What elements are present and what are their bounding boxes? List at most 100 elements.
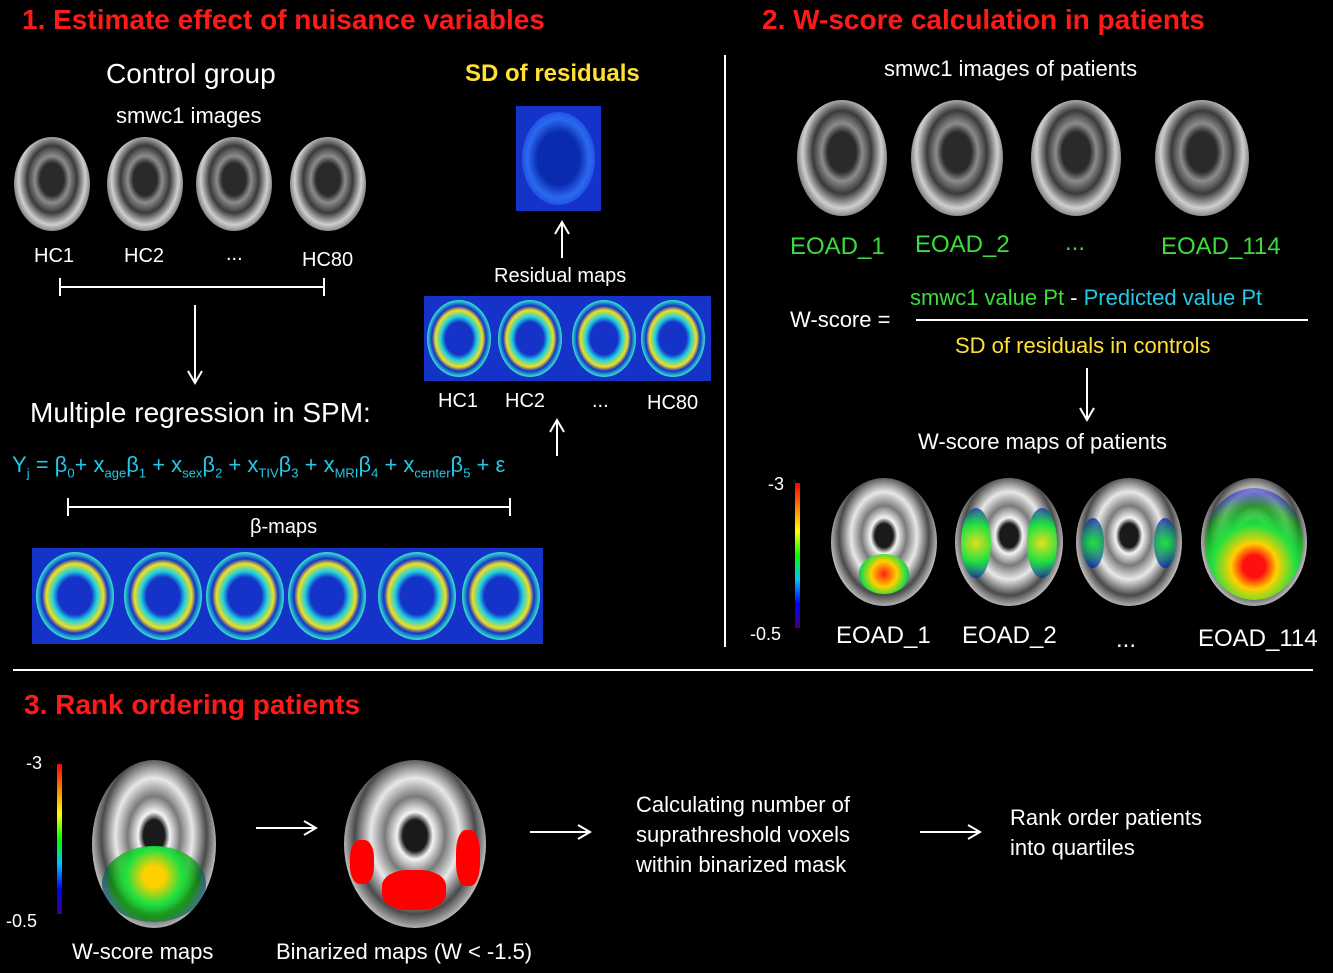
fraction-line [916, 319, 1308, 321]
eq-part: + x [378, 452, 415, 477]
up-arrow [554, 220, 570, 258]
residual-maps-panel [424, 296, 711, 381]
eq-part: + ε [470, 452, 506, 477]
residual-map-image [572, 300, 636, 377]
wscore-denominator: SD of residuals in controls [955, 333, 1211, 358]
wscore-colorbar [795, 483, 800, 628]
beta-maps-panel [32, 548, 543, 644]
beta-bracket-tick [509, 498, 511, 516]
colorbar-bottom-label: -0.5 [750, 624, 782, 644]
hc-ellipsis-brain-image [196, 137, 272, 231]
eq-part: β [126, 452, 139, 477]
eq-part: + x [146, 452, 183, 477]
right-arrow [530, 824, 592, 840]
beta-map-image [36, 552, 114, 640]
beta-map-image [288, 552, 366, 640]
section1-title: 1. Estimate effect of nuisance variables [22, 4, 545, 35]
section-divider-horizontal [13, 669, 1313, 671]
wscore-cluster [1082, 518, 1104, 568]
wscore-maps-caption: W-score maps [72, 939, 214, 964]
eq-sub: 1 [138, 465, 147, 481]
smwc1-patients-label: smwc1 images of patients [884, 56, 1138, 81]
wscore-cluster [961, 508, 991, 578]
patient-label: EOAD_1 [790, 233, 885, 260]
eq-sub: 3 [291, 465, 299, 481]
wscore-map-image [1201, 478, 1307, 606]
hc-bracket [59, 286, 325, 288]
regression-label: Multiple regression in SPM: [30, 397, 371, 428]
residual-hc-label: HC1 [438, 390, 479, 412]
beta-map-image [206, 552, 284, 640]
section2-title: 2. W-score calculation in patients [762, 4, 1205, 35]
hc-label: ... [226, 243, 243, 265]
beta-maps-label: β-maps [250, 516, 318, 538]
eoad114-brain-image [1155, 100, 1249, 216]
up-arrow [549, 418, 565, 456]
eq-sub: 2 [215, 465, 223, 481]
patient-label: EOAD_2 [915, 231, 1010, 258]
residual-map-image [427, 300, 491, 377]
wscore-map-image [831, 478, 937, 606]
eq-sub: 5 [463, 465, 471, 481]
residual-hc-label: HC2 [505, 390, 546, 412]
hc-label: HC1 [34, 245, 75, 267]
wscore-map-label: ... [1116, 626, 1137, 653]
eq-sub: 4 [371, 465, 379, 481]
binarized-cluster [382, 870, 446, 910]
rank-text-line: Rank order patients [1010, 805, 1202, 830]
eq-sub: TIV [258, 465, 279, 481]
section-divider-vertical [724, 55, 726, 647]
binarized-map-image [344, 760, 486, 928]
binarized-maps-caption: Binarized maps (W < -1.5) [276, 939, 533, 964]
sd-map-image [522, 112, 595, 205]
wscore-cluster [859, 554, 909, 594]
hc-bracket-tick [323, 278, 325, 296]
eq-part: β [202, 452, 216, 477]
wscore-map-image [92, 760, 216, 928]
section3-title: 3. Rank ordering patients [24, 689, 361, 720]
residual-map-image [498, 300, 562, 377]
eq-part: β [358, 452, 372, 477]
beta-map-image [378, 552, 456, 640]
sd-residuals-label: SD of residuals [465, 60, 640, 87]
rank-colorbar [57, 764, 62, 914]
calc-text-line: suprathreshold voxels [636, 822, 851, 847]
eoad2-brain-image [911, 100, 1003, 216]
hc-label: HC2 [124, 245, 165, 267]
control-group-label: Control group [106, 58, 276, 89]
eq-part: = β [29, 452, 68, 477]
colorbar-top-label: -3 [768, 474, 785, 494]
eq-sub: 0 [67, 465, 75, 481]
hc-label: HC80 [302, 249, 354, 271]
wscore-cluster [102, 846, 206, 922]
patient-label: EOAD_114 [1161, 233, 1281, 260]
wscore-numerator: smwc1 value Pt - Predicted value Pt [910, 285, 1262, 311]
smwc1-images-label: smwc1 images [116, 103, 262, 128]
wscore-map-label: EOAD_2 [962, 622, 1057, 649]
eq-part: + x [298, 452, 335, 477]
eq-sub: sex [182, 465, 203, 481]
eq-part: + x [74, 452, 105, 477]
calc-text-line: within binarized mask [636, 852, 847, 877]
rank-text-line: into quartiles [1010, 835, 1135, 860]
eoad-ellipsis-brain-image [1031, 100, 1121, 216]
binarized-cluster [350, 840, 374, 884]
down-arrow [187, 305, 203, 385]
wscore-map-label: EOAD_1 [836, 622, 931, 649]
eq-part: β [450, 452, 464, 477]
down-arrow [1079, 368, 1095, 422]
eq-part: β [278, 452, 292, 477]
eq-y: Y [12, 452, 27, 477]
sd-map-panel [516, 106, 601, 211]
wscore-map-image [1076, 478, 1182, 606]
eq-part: + x [222, 452, 259, 477]
residual-maps-label: Residual maps [494, 265, 627, 287]
eq-sub: j [26, 465, 30, 481]
hc80-brain-image [290, 137, 366, 231]
beta-bracket-tick [67, 498, 69, 516]
residual-hc-label: ... [592, 390, 609, 412]
residual-map-image [641, 300, 705, 377]
eq-sub: center [414, 465, 451, 481]
beta-map-image [462, 552, 540, 640]
numerator-smwc1: smwc1 value Pt [910, 285, 1065, 310]
